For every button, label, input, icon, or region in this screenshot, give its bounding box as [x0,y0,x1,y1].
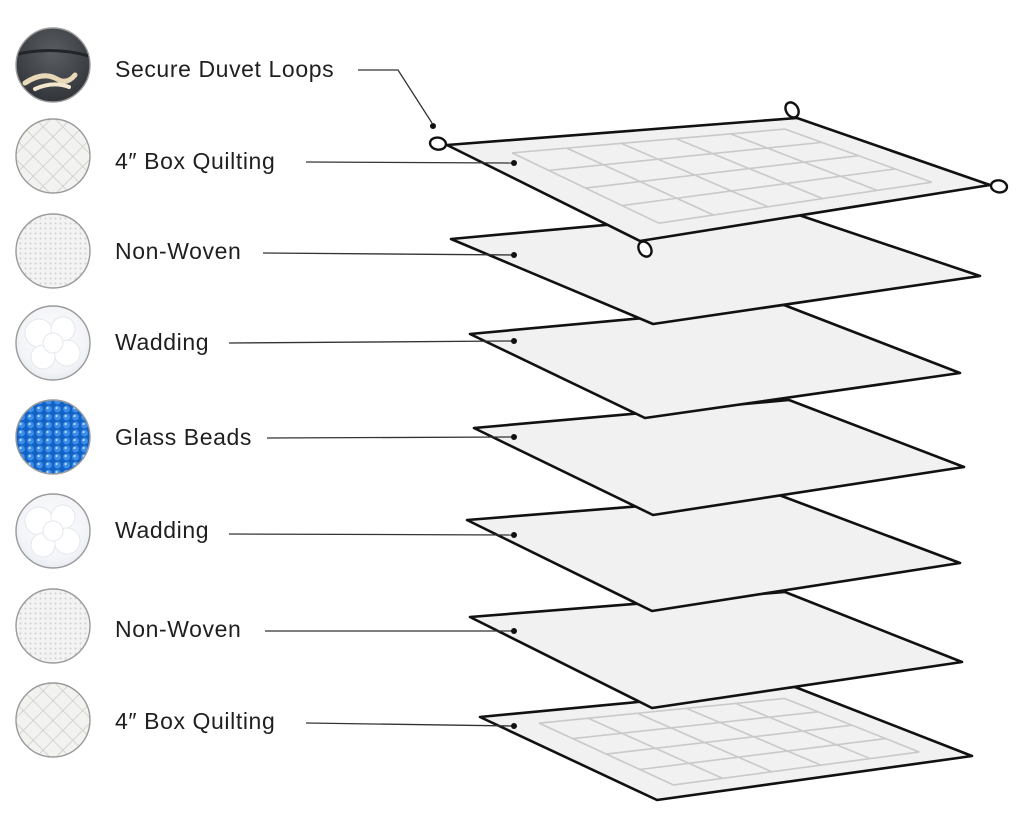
duvet-loop-3 [637,240,653,258]
duvet-loop-2 [989,179,1009,194]
quilt-stitch [675,137,823,200]
sheet-wadding-3 [468,303,962,420]
duvet-loop-0 [428,136,448,151]
quilt-stitch [566,147,714,216]
swatch-border [15,682,91,758]
quilt-stitch [538,722,674,786]
quilt-stitch [587,717,724,780]
swatch-duvet-loops-icon [15,27,91,103]
layer-label-box-quilting-top: 4″ Box Quilting [115,148,276,174]
quilt-stitch [784,128,933,183]
sheet-outline [445,116,992,243]
sheet-glass-beads-4 [472,398,966,517]
leader-line-3 [228,340,515,344]
leader-line-2 [262,252,515,256]
duvet-loop-1 [784,101,800,119]
sheet-outline [468,303,962,420]
layer-label-wadding-bottom: Wadding [115,517,210,543]
quilt-stitch [622,168,896,207]
leader-dot-4 [511,434,517,440]
quilt-stitch [606,724,853,755]
quilt-stitch [784,697,920,753]
swatch-border [15,305,91,381]
quilt-stitch [639,737,886,771]
sheet-outline [472,398,966,517]
quilt-stitch [538,697,785,724]
leader-line-7 [305,722,515,727]
layer-label-wadding-top: Wadding [115,329,210,355]
quilt-stitch [511,152,660,224]
leader-dot-6 [511,628,517,634]
leader-dot-3 [511,338,517,344]
leader-line-4 [266,436,515,439]
quilt-stitch [621,142,769,208]
swatch-border [15,118,91,194]
quilt-stitch [673,751,920,786]
quilt-stitch [512,128,786,154]
leader-line-1 [305,161,515,164]
quilt-stitch [735,702,871,760]
swatch-box-quilting-icon [15,682,91,758]
layer-label-box-quilting-bottom: 4″ Box Quilting [115,708,276,734]
swatch-border [15,493,91,569]
swatch-non-woven-icon [15,213,91,289]
layer-label-secure-duvet-loops: Secure Duvet Loops [115,56,335,82]
leader-dot-7 [511,723,517,729]
leader-dot-duvet-loops [430,123,436,129]
sheet-non-woven-6 [468,590,964,710]
leader-dot-1 [511,160,517,166]
quilt-stitch [572,711,819,740]
layer-label-glass-beads: Glass Beads [115,424,252,450]
leader-dot-2 [511,252,517,258]
swatch-non-woven-icon [15,588,91,664]
quilt-stitch [585,154,859,189]
swatch-wadding-icon [15,305,91,381]
swatch-glass-beads-icon [15,399,91,475]
leader-lines [228,69,517,729]
swatch-border [15,27,91,103]
quilt-stitch [548,141,822,172]
swatch-box-quilting-icon [15,118,91,194]
leader-line-5 [228,533,515,536]
layer-label-non-woven-bottom: Non-Woven [115,616,242,642]
sheet-wadding-5 [465,493,962,613]
material-swatches [15,27,91,758]
swatch-wadding-icon [15,493,91,569]
sheet-box-quilting-1 [428,101,1009,258]
layer-sheets [428,101,1009,802]
layer-label-non-woven-top: Non-Woven [115,238,242,264]
sheet-box-quilting-7 [478,685,974,802]
sheet-outline [465,493,962,613]
quilt-stitch [686,707,822,766]
swatch-border [15,399,91,475]
leader-dot-5 [511,532,517,538]
quilt-stitch [730,133,878,192]
quilt-stitch [637,712,773,773]
leader-line-duvet-loops [358,69,433,124]
swatch-border [15,213,91,289]
quilt-stitch [658,181,932,224]
sheet-outline [468,590,964,710]
swatch-border [15,588,91,664]
